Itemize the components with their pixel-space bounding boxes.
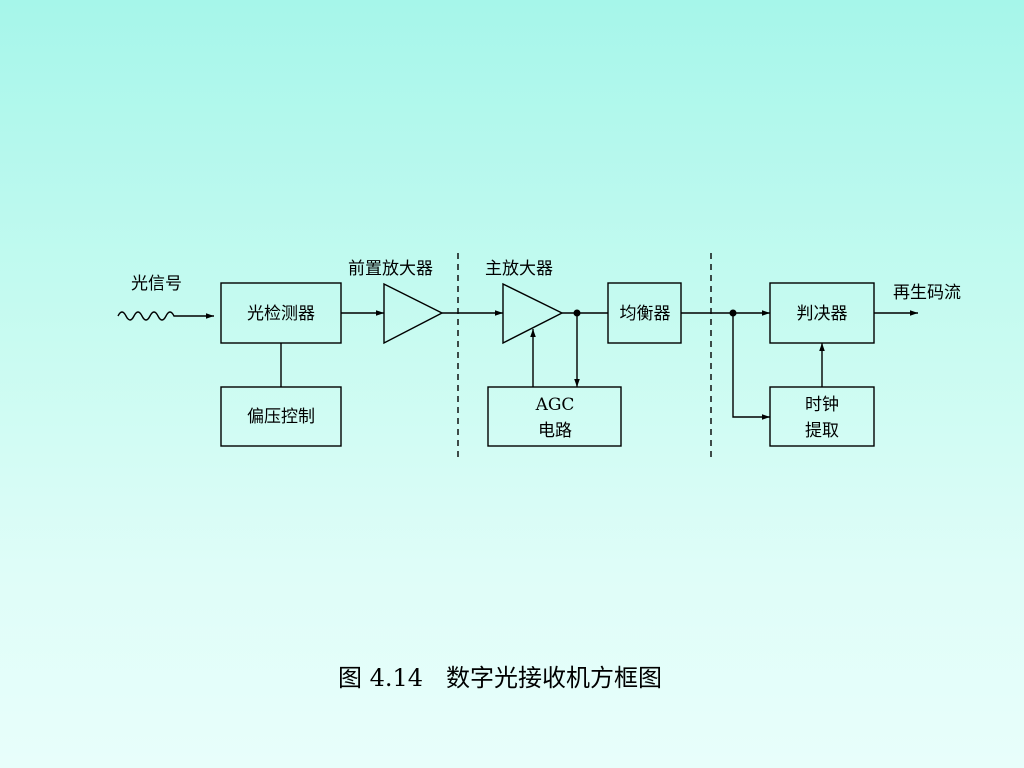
junction-to-clock [732,313,770,420]
main-amp-triangle [502,282,564,345]
bias-control-label: 偏压控制 [247,407,315,427]
agc-label-line1: AGC [535,395,575,415]
figure-caption: 图 4.14 数字光接收机方框图 [338,664,662,692]
bias-control-box [220,386,342,447]
optical-signal-wave [117,311,214,321]
decision-label: 判决器 [797,304,848,324]
photodetector-label: 光检测器 [247,304,315,324]
main-amp-label: 主放大器 [485,259,553,279]
agc-label-line2: 电路 [538,421,572,441]
clock-label-line1: 时钟 [805,395,839,415]
regenerated-stream-label: 再生码流 [893,283,961,303]
agc-circuit-box [487,386,622,447]
preamp-label: 前置放大器 [348,259,433,279]
equalizer-label: 均衡器 [620,304,671,324]
optical-signal-label: 光信号 [131,274,182,294]
clock-label-line2: 提取 [805,421,839,441]
preamp-triangle [383,282,444,345]
